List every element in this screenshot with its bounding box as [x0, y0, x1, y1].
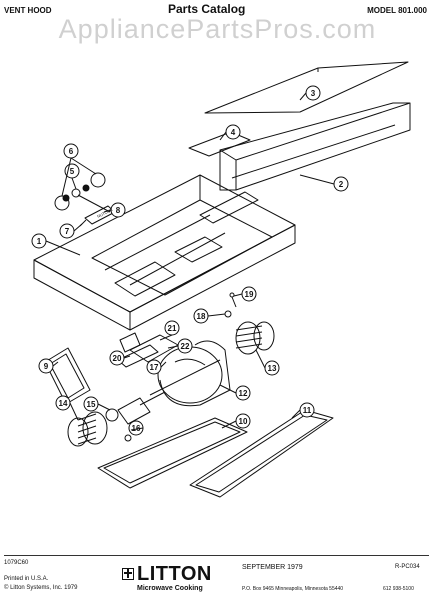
part-3-top-panel: [204, 61, 409, 114]
footer-date: SEPTEMBER 1979: [242, 564, 303, 571]
part-9-grille: [44, 347, 91, 405]
callout-8: 8: [116, 206, 121, 215]
callout-5: 5: [70, 167, 75, 176]
part-1-housing-side: [129, 224, 296, 331]
litton-logo-icon: [122, 568, 134, 580]
callout-13: 13: [268, 364, 277, 373]
callout-14: 14: [59, 399, 68, 408]
callout-3: 3: [311, 89, 316, 98]
callout-10: 10: [239, 417, 248, 426]
callout-11: 11: [303, 406, 312, 415]
part-4-label-plate: [188, 131, 251, 157]
part-19-screw: [229, 292, 235, 298]
header-product: VENT HOOD: [4, 6, 52, 15]
callout-12: 12: [239, 389, 248, 398]
callout-22: 22: [181, 342, 190, 351]
exploded-parts-diagram: 1 2 3 4 5 6 7 8 9 10 11 12 13 14 15 16 1…: [31, 61, 411, 498]
part-14-blower-wheel: [67, 417, 89, 447]
callout-16: 16: [132, 424, 141, 433]
callout-9: 9: [44, 362, 49, 371]
footer-address: P.O. Box 9465 Minneapolis, Minnesota 554…: [242, 586, 344, 592]
callout-1: 1: [37, 237, 42, 246]
callout-4: 4: [231, 128, 236, 137]
footer-printed: Printed in U.S.A.: [4, 576, 49, 582]
part-10-filter: [97, 417, 248, 489]
callout-21: 21: [168, 324, 177, 333]
footer-divider: [4, 555, 429, 556]
page-title: Parts Catalog: [168, 2, 246, 16]
callout-7: 7: [65, 227, 70, 236]
callout-2: 2: [339, 180, 344, 189]
footer-code: 1079C60: [4, 560, 29, 566]
callout-18: 18: [197, 312, 206, 321]
part-18-nut: [224, 310, 232, 318]
footer-doc-id: R-PC034: [395, 564, 420, 570]
callout-15: 15: [87, 400, 96, 409]
brand-name: LITTON: [137, 563, 212, 585]
callout-20: 20: [113, 354, 122, 363]
brand-subtitle: Microwave Cooking: [137, 585, 203, 592]
part-11-filter: [189, 409, 334, 498]
callout-6: 6: [69, 147, 74, 156]
watermark: AppliancePartsPros.com: [58, 14, 377, 44]
footer-phone: 612 938-5100: [383, 586, 414, 592]
footer-copyright: © Litton Systems, Inc. 1979: [4, 585, 78, 591]
callout-19: 19: [245, 290, 254, 299]
part-2-front-rail: [219, 102, 411, 191]
part-21-bracket: [119, 332, 141, 353]
lamp-6b: [90, 172, 106, 188]
part-15-motor-mount: [105, 408, 119, 422]
callout-17: 17: [150, 363, 159, 372]
header-model: MODEL 801.000: [367, 6, 427, 15]
